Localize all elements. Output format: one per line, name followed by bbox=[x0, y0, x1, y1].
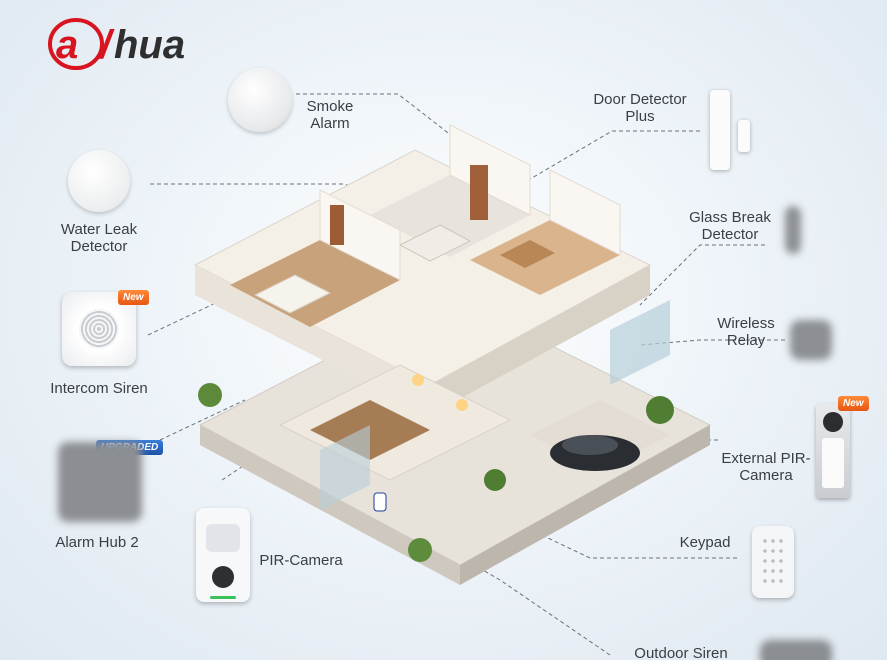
new-badge-external-pir: New bbox=[838, 396, 869, 411]
label-smoke-alarm: Smoke Alarm bbox=[306, 98, 354, 132]
new-badge-intercom: New bbox=[118, 290, 149, 305]
line-alarm-hub bbox=[159, 399, 246, 441]
bedroom-floor bbox=[230, 240, 400, 327]
line-glass-break bbox=[639, 244, 765, 306]
label-outdoor-siren: Outdoor Siren bbox=[634, 645, 728, 660]
water-leak-device bbox=[68, 150, 130, 212]
label-alarm-hub: Alarm Hub 2 bbox=[55, 534, 139, 551]
label-wireless-relay: Wireless Relay bbox=[717, 315, 775, 349]
label-glass-break: Glass Break Detector bbox=[689, 209, 771, 243]
line-smoke-alarm bbox=[296, 93, 471, 151]
glass-break-device bbox=[785, 206, 801, 254]
outdoor-siren-device bbox=[760, 640, 832, 660]
dahua-logo: a / hua bbox=[48, 18, 185, 70]
line-door-detector bbox=[519, 130, 700, 186]
external-pir-camera-device bbox=[816, 404, 850, 498]
label-external-pir: External PIR-Camera bbox=[721, 450, 811, 484]
label-intercom-siren: Intercom Siren bbox=[50, 380, 148, 397]
svg-text:/: / bbox=[98, 23, 115, 67]
label-water-leak: Water Leak Detector bbox=[60, 221, 138, 255]
keypad-device bbox=[752, 526, 794, 598]
label-pir-camera: PIR-Camera bbox=[259, 552, 343, 569]
svg-text:a: a bbox=[56, 23, 78, 67]
line-wireless-relay bbox=[639, 339, 785, 346]
intercom-siren-device bbox=[62, 292, 136, 366]
label-keypad: Keypad bbox=[679, 534, 731, 551]
door-detector-magnet bbox=[738, 120, 750, 152]
label-door-detector: Door Detector Plus bbox=[593, 91, 687, 125]
alarm-hub-device bbox=[58, 442, 142, 522]
wireless-relay-device bbox=[790, 320, 832, 360]
house-illustration bbox=[193, 124, 712, 585]
svg-text:hua: hua bbox=[114, 23, 185, 67]
smoke-alarm-device bbox=[228, 68, 292, 132]
door-detector-device bbox=[710, 90, 730, 170]
line-water-leak bbox=[150, 183, 421, 226]
pir-camera-device bbox=[196, 508, 250, 602]
